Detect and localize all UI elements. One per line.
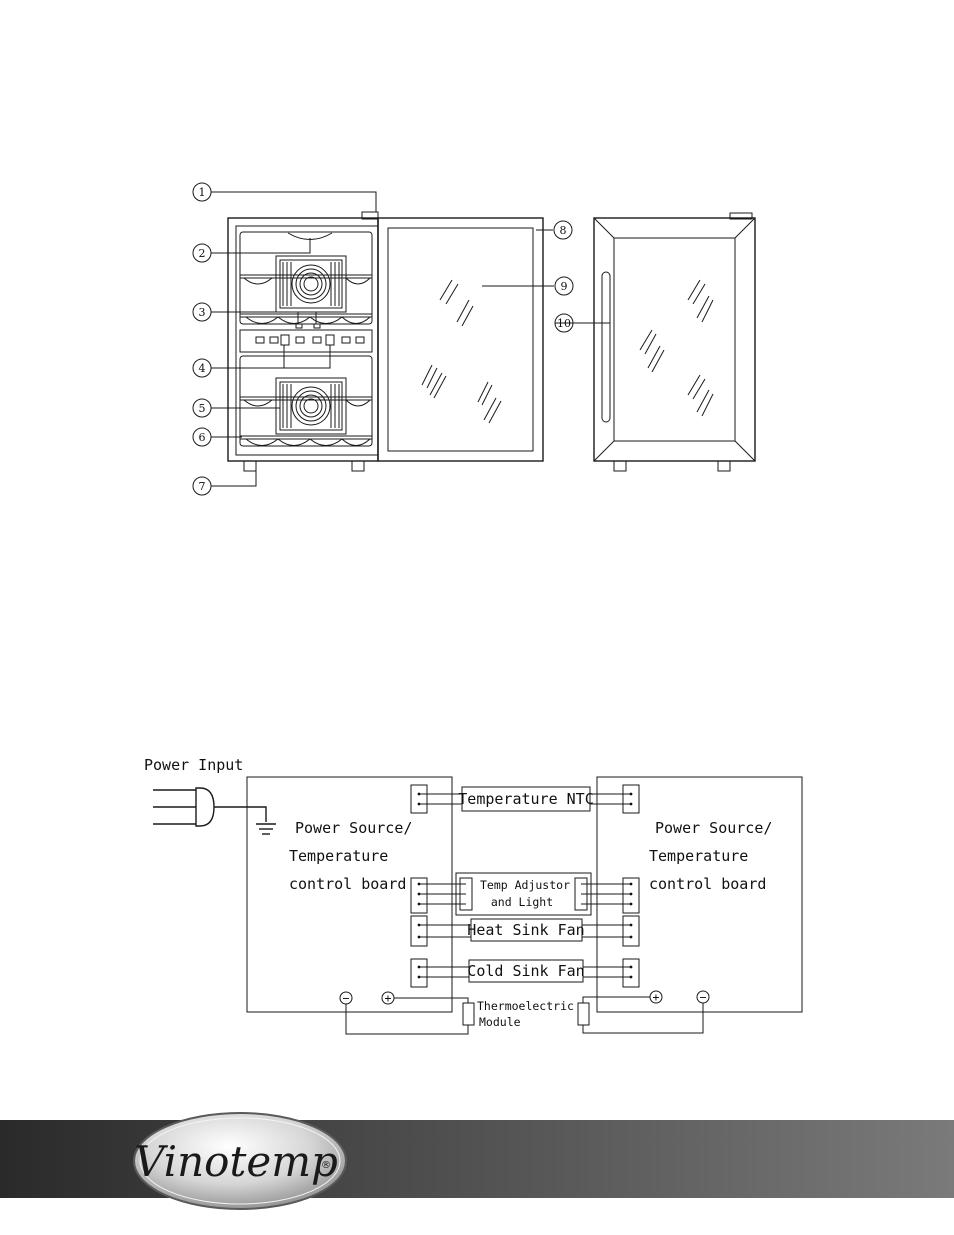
callout-1: 1: [192, 182, 212, 202]
svg-text:+: +: [653, 990, 660, 1004]
svg-text:10: 10: [557, 317, 571, 330]
svg-text:Temp Adjustor: Temp Adjustor: [480, 878, 570, 892]
callout-4: 4: [192, 358, 212, 378]
svg-text:−: −: [343, 991, 350, 1005]
wiring-diagram: Power Input Power Source/ Temperature co…: [144, 756, 803, 1035]
callout-6: 6: [192, 427, 212, 447]
left-connectors: [410, 784, 428, 988]
svg-text:−: −: [700, 990, 707, 1004]
right-plus-terminal: +: [649, 990, 663, 1004]
left-module-wiring: [345, 997, 475, 1035]
callout-5: 5: [192, 398, 212, 418]
cold-sink-fan-box: [468, 959, 584, 983]
callout-2: 2: [192, 243, 212, 263]
callout-9: 9: [554, 276, 574, 296]
closed-door-view: [593, 212, 756, 472]
callout-10: 10: [554, 313, 574, 333]
terminal-dots: [417, 792, 633, 979]
svg-text:6: 6: [199, 431, 206, 444]
right-connectors: [622, 784, 640, 988]
svg-text:control board: control board: [649, 875, 766, 893]
right-module-wiring: [577, 996, 704, 1034]
left-plus-terminal: +: [381, 991, 395, 1005]
temperature-ntc-box: [461, 786, 591, 812]
callout-3: 3: [192, 302, 212, 322]
vinotemp-logo: Vinotemp ®: [133, 1112, 347, 1210]
callout-7: 7: [192, 476, 212, 496]
svg-text:Heat Sink Fan: Heat Sink Fan: [467, 921, 584, 939]
wine-cooler-diagram: 1 2 3 4 5 6 7 8 9 10: [192, 182, 756, 496]
svg-text:+: +: [385, 991, 392, 1005]
svg-text:Temperature: Temperature: [289, 847, 388, 865]
cabinet-interior-view: [227, 211, 379, 472]
registered-mark: ®: [321, 1160, 331, 1171]
svg-text:4: 4: [199, 362, 206, 375]
svg-text:3: 3: [199, 306, 206, 319]
svg-text:1: 1: [199, 186, 206, 199]
svg-text:9: 9: [561, 280, 568, 293]
svg-text:Module: Module: [479, 1015, 521, 1029]
power-plug: [153, 787, 276, 835]
left-minus-terminal: −: [339, 991, 353, 1005]
svg-text:Temperature NTC: Temperature NTC: [458, 790, 593, 808]
svg-text:and Light: and Light: [491, 895, 553, 909]
heat-sink-fan-box: [470, 918, 583, 942]
right-minus-terminal: −: [696, 990, 710, 1004]
svg-text:Power Source/: Power Source/: [655, 819, 772, 837]
svg-text:control board: control board: [289, 875, 406, 893]
svg-text:7: 7: [199, 480, 206, 493]
open-glass-door: [377, 217, 544, 462]
svg-text:Thermoelectric: Thermoelectric: [477, 999, 574, 1013]
svg-text:Temperature: Temperature: [649, 847, 748, 865]
svg-text:2: 2: [199, 247, 206, 260]
svg-text:8: 8: [560, 224, 567, 237]
power-input-label: Power Input: [144, 756, 243, 774]
callout-leaders: [211, 191, 610, 487]
svg-text:Power Source/: Power Source/: [295, 819, 412, 837]
logo-text: Vinotemp: [134, 1137, 338, 1186]
svg-text:5: 5: [199, 402, 206, 415]
svg-text:Cold Sink Fan: Cold Sink Fan: [467, 962, 584, 980]
callout-8: 8: [553, 220, 573, 240]
brand-footer-bar: Vinotemp ®: [0, 1112, 954, 1210]
